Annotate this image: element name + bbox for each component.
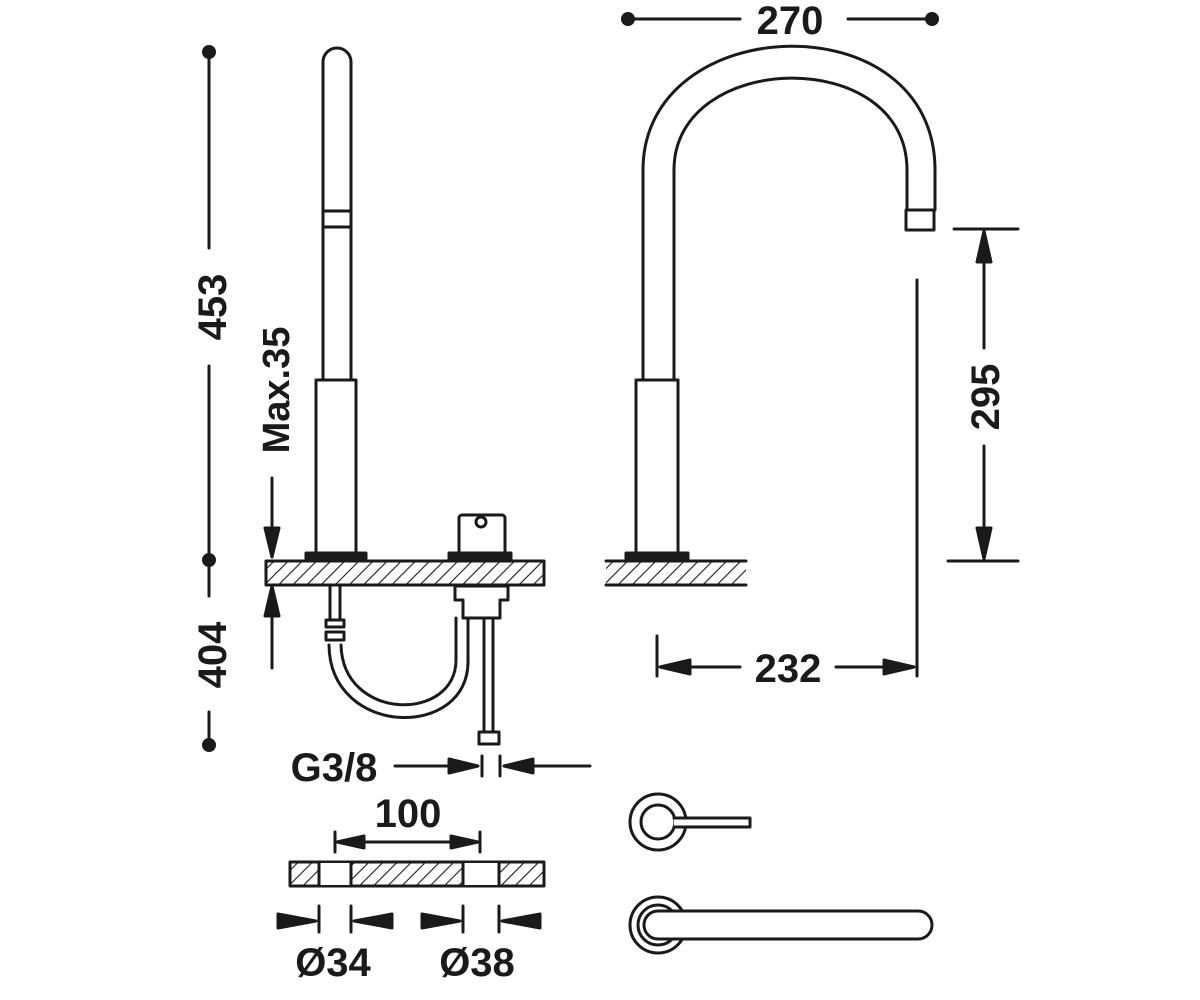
label-hole-diameter-1: Ø34: [295, 941, 371, 985]
mixer-body: [447, 513, 513, 620]
spout-top-view: [628, 895, 934, 955]
spout-side-view: [304, 46, 368, 563]
counter-section-left: [264, 559, 546, 587]
dimension-100-line: [333, 830, 482, 854]
counter-holes-section: [288, 860, 546, 888]
dimension-404-line: [202, 564, 216, 752]
supply-hoses: [324, 584, 501, 746]
spout-front-view: [604, 44, 937, 587]
dimension-232-line: [655, 278, 919, 678]
thread-arrows: [393, 754, 592, 778]
label-total-height: 453: [191, 274, 235, 341]
label-spout-height: 295: [964, 364, 1008, 431]
hole-diameter-arrows: [276, 904, 542, 934]
dimension-453-line: [202, 45, 216, 567]
label-spout-reach: 232: [755, 647, 822, 691]
label-max-thickness: Max.35: [256, 327, 298, 454]
label-hole-diameter-2: Ø38: [439, 941, 515, 985]
label-thread: G3/8: [291, 746, 378, 790]
max-thickness-arrows: [263, 476, 281, 670]
label-hole-spacing: 100: [375, 792, 442, 836]
lever-top-view-small: [628, 792, 752, 852]
dimension-270-line: [621, 12, 939, 26]
label-below-counter: 404: [191, 621, 235, 688]
dimension-295-line: [946, 227, 1020, 563]
label-spout-reach-top: 270: [757, 0, 824, 43]
